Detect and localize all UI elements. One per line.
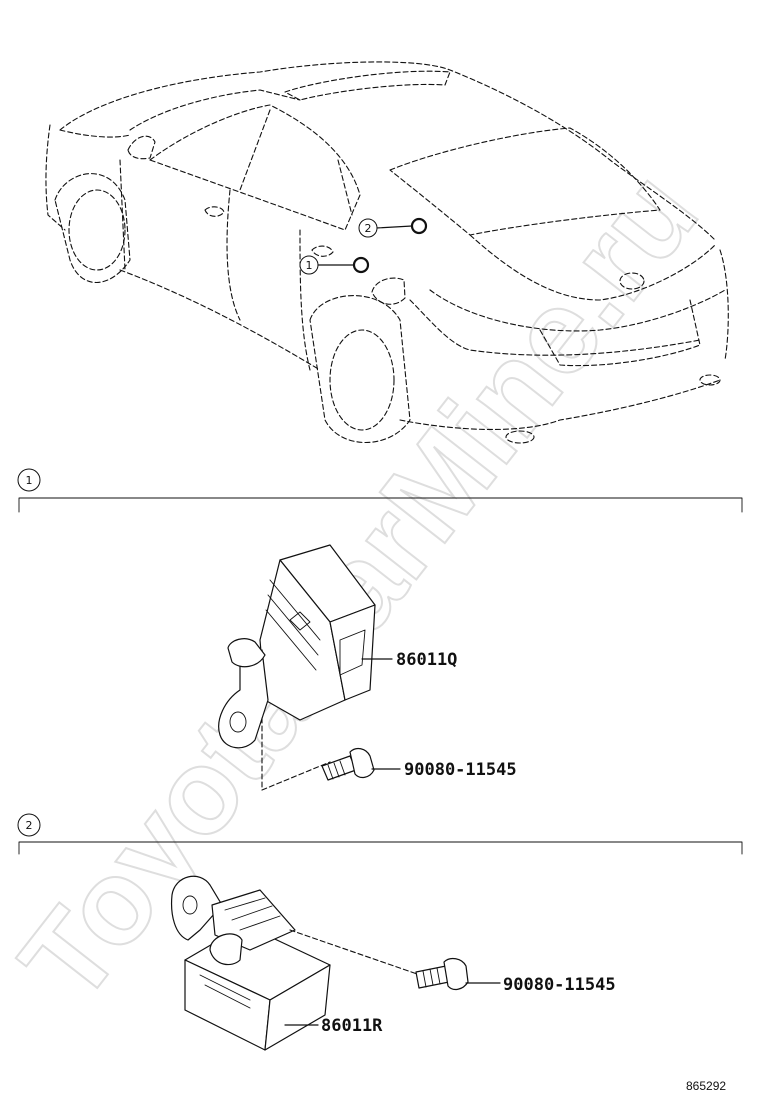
section-1: 1 86011Q [17,468,743,791]
section-1-divider [18,497,743,513]
part-label-86011r: 86011R [321,1016,383,1036]
car-illustration: 2 1 [45,61,729,444]
callout-2: 2 [358,218,378,238]
section-1-number: 1 [26,474,33,487]
callout-2-number: 2 [365,222,372,235]
bolt-90080-11545-a-drawing [321,747,375,781]
location-marker-2 [410,217,428,235]
part-86011q-guide [261,717,331,791]
section-2-divider [18,841,743,855]
section-2-badge: 2 [17,813,41,837]
part-86011r-drawing [170,875,331,1051]
location-marker-1 [352,256,370,274]
callout-1: 1 [299,255,319,275]
section-2-number: 2 [26,819,33,832]
callout-1-number: 1 [306,259,313,272]
section-1-badge: 1 [17,468,41,492]
part-label-90080-11545-a: 90080-11545 [404,760,517,780]
part-label-90080-11545-b: 90080-11545 [503,975,616,995]
bolt-90080-11545-b-drawing [415,957,469,991]
reference-number: 865292 [686,1079,726,1093]
part-86011r-guide [289,929,421,976]
part-label-86011q: 86011Q [396,650,457,670]
section-2: 2 90080-11545 [17,813,743,1051]
part-86011q-drawing [218,544,376,749]
